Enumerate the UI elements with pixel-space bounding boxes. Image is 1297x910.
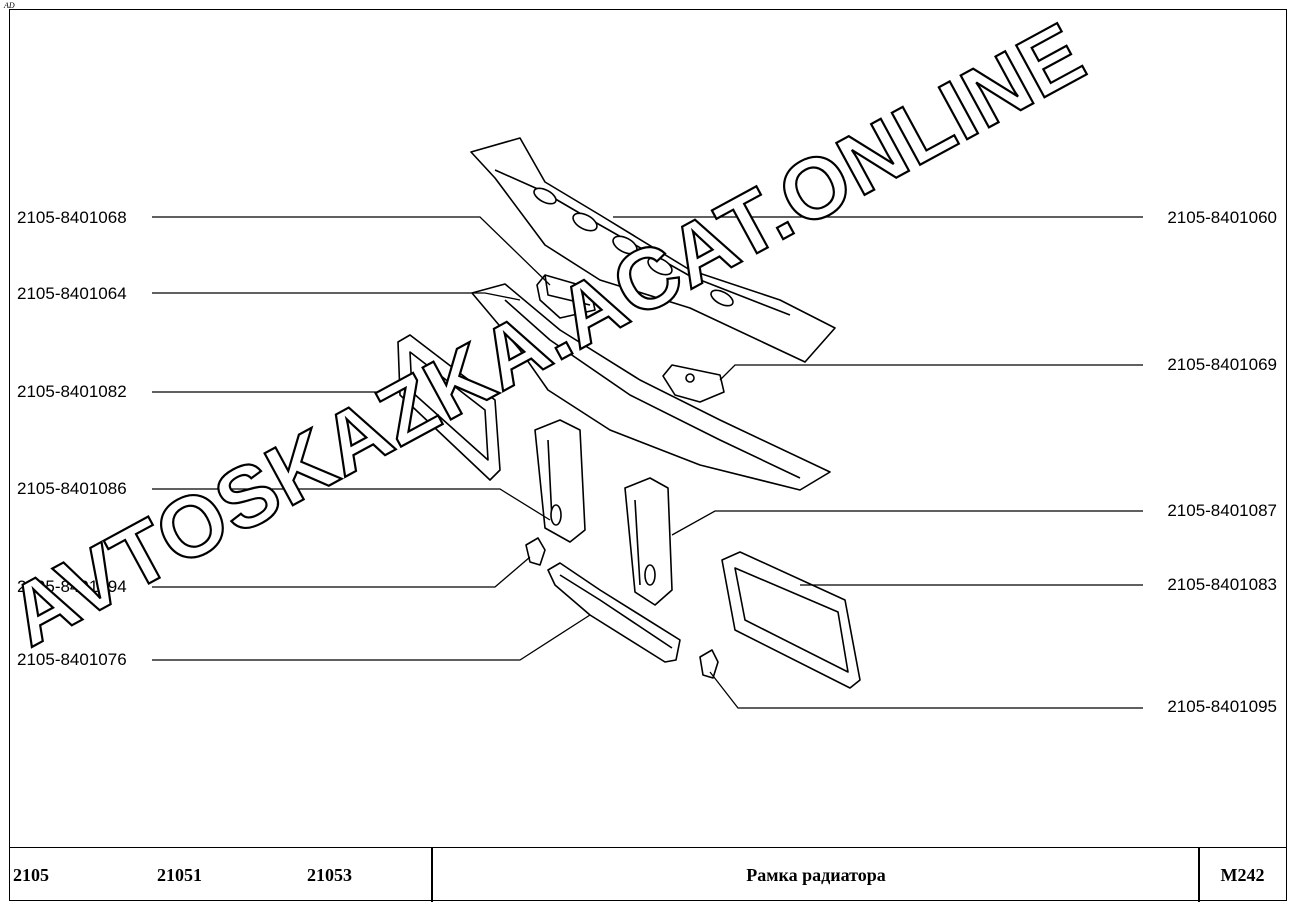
label-8401095: 2105-8401095 (1167, 697, 1277, 716)
label-8401069: 2105-8401069 (1167, 355, 1277, 374)
lower-beam (547, 562, 681, 663)
lower-cross-member (471, 283, 831, 491)
right-vertical-post (624, 477, 673, 606)
model-21053: 21053 (307, 864, 352, 885)
leader-8401087 (671, 510, 1143, 536)
leader-8401086 (152, 488, 551, 521)
leader-8401064 (152, 292, 521, 301)
upper-cross-member (470, 137, 836, 363)
left-vertical-post (534, 419, 586, 543)
drawing-title: Рамка радиатора (746, 864, 886, 885)
label-8401060: 2105-8401060 (1167, 208, 1277, 227)
bracket-right-hood-lock (662, 364, 725, 403)
drawing-frame (9, 9, 1287, 901)
small-bracket-left (525, 537, 546, 566)
label-8401086: 2105-8401086 (17, 479, 127, 498)
leader-8401076 (152, 614, 591, 661)
label-8401094: 2105-8401094 (17, 577, 127, 596)
left-side-panel (397, 334, 501, 481)
leader-8401094 (152, 556, 531, 588)
title-divider-right (1198, 848, 1200, 902)
label-8401068: 2105-8401068 (17, 208, 127, 227)
corner-mark: AD (4, 1, 15, 10)
sheet-number: M242 (1220, 864, 1265, 885)
leader-8401095 (709, 671, 1143, 709)
right-side-panel (721, 551, 861, 689)
label-8401087: 2105-8401087 (1167, 501, 1277, 520)
leader-8401068 (152, 216, 551, 286)
model-21051: 21051 (157, 864, 202, 885)
title-divider-left (431, 848, 433, 902)
label-8401083: 2105-8401083 (1167, 575, 1277, 594)
small-bracket-right (699, 649, 719, 679)
model-2105: 2105 (13, 864, 49, 885)
label-8401076: 2105-8401076 (17, 650, 127, 669)
label-8401082: 2105-8401082 (17, 382, 127, 401)
title-block: 2105 21051 21053 Рамка радиатора M242 (9, 847, 1287, 902)
label-8401064: 2105-8401064 (17, 284, 127, 303)
leader-8401069 (719, 364, 1143, 381)
